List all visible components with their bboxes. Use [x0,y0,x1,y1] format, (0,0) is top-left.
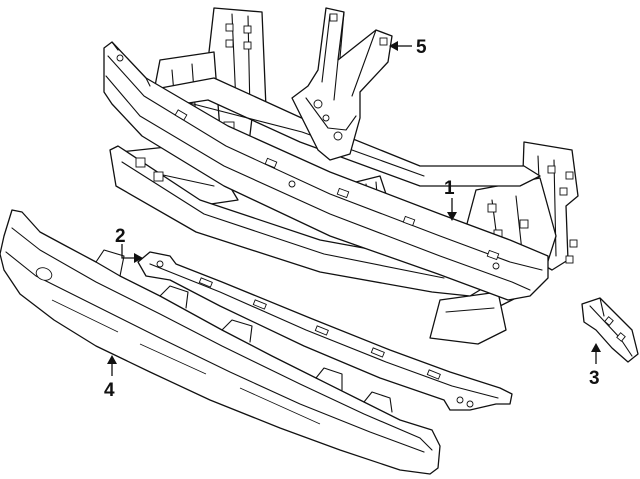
part-4-bumper-absorber [0,209,441,475]
callout-2-label: 2 [115,226,126,247]
callout-4-label: 4 [104,380,115,401]
part-5-bracket [291,7,393,161]
callout-5-label: 5 [416,37,427,58]
callout-4: 4 [104,355,117,401]
callout-5: 5 [389,37,427,58]
part-3-small-bracket [581,297,639,363]
callout-3-label: 3 [589,368,600,389]
callout-2: 2 [115,226,143,263]
callout-3: 3 [589,343,601,389]
callout-1-label: 1 [444,178,455,199]
callout-1: 1 [444,178,457,221]
part-1-reinforcement-beam [103,41,549,301]
part-2-energy-absorber-strip [137,251,513,411]
